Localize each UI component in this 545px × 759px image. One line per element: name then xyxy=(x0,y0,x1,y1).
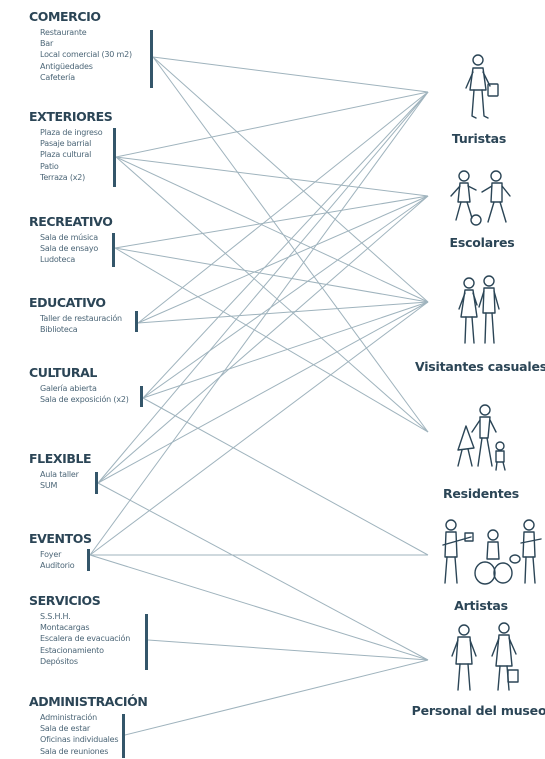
persona-label-artistas: Artistas xyxy=(454,598,508,613)
persona-label-residentes: Residentes xyxy=(442,486,520,501)
link-educativo-visitantes xyxy=(137,301,429,324)
link-eventos-turistas xyxy=(89,91,429,556)
group-title: CULTURAL xyxy=(29,365,97,380)
program-item: Sala de música xyxy=(40,233,98,242)
program-item: Estacionamiento xyxy=(40,645,104,655)
link-eventos-visitantes xyxy=(89,301,429,556)
group-cultural: CULTURAL Galería abierta Sala de exposic… xyxy=(29,366,129,405)
program-item: Foyer xyxy=(40,550,62,559)
program-item: Sala de estar xyxy=(40,724,91,734)
link-cultural-artistas xyxy=(142,397,429,556)
program-item: Aula taller xyxy=(40,470,79,479)
program-item: Taller de restauración xyxy=(40,314,122,323)
program-item: Terraza (x2) xyxy=(40,172,86,182)
persona-label-personal: Personal del museo xyxy=(411,703,545,718)
group-servicios: SERVICIOS S.S.H.H. Montacargas Escalera … xyxy=(29,594,130,667)
group-title: EDUCATIVO xyxy=(29,295,106,310)
program-item: Patio xyxy=(40,161,59,171)
program-item: Ludoteca xyxy=(40,255,76,265)
program-item: Auditorio xyxy=(40,561,75,571)
program-item: Sala de ensayo xyxy=(40,244,99,254)
program-item: Bar xyxy=(40,39,54,49)
persona-label-turistas: Turistas xyxy=(451,131,507,146)
link-exteriores-escolares xyxy=(115,156,429,197)
program-item: Plaza cultural xyxy=(40,150,92,160)
couple-walking-icon xyxy=(458,275,500,344)
program-item: S.S.H.H. xyxy=(40,612,71,621)
link-exteriores-residentes xyxy=(115,156,429,433)
group-educativo: EDUCATIVO Taller de restauración Bibliot… xyxy=(29,296,122,335)
persona-label-escolares: Escolares xyxy=(449,235,515,250)
museum-staff-icon xyxy=(451,622,519,691)
group-exteriores: EXTERIORES Plaza de ingreso Pasaje barri… xyxy=(29,109,113,183)
program-item: Plaza de ingreso xyxy=(40,128,103,137)
program-item: Depósitos xyxy=(40,656,78,666)
group-eventos: EVENTOS Foyer Auditorio xyxy=(29,532,92,571)
program-item: Galería abierta xyxy=(40,384,97,393)
group-bar-cultural xyxy=(140,386,143,407)
group-bar-servicios xyxy=(145,614,148,670)
group-title: RECREATIVO xyxy=(29,214,113,229)
program-item: Cafetería xyxy=(40,72,75,82)
link-exteriores-turistas xyxy=(115,91,429,158)
link-educativo-escolares xyxy=(137,195,429,324)
program-item: Sala de exposición (x2) xyxy=(40,395,129,405)
children-playing-icon xyxy=(450,170,511,226)
link-recreativo-visitantes xyxy=(114,247,429,303)
program-item: Montacargas xyxy=(40,623,90,633)
program-item: Administración xyxy=(40,713,98,722)
group-bar-comercio xyxy=(150,30,153,88)
group-flexible: FLEXIBLE Aula taller SUM xyxy=(29,451,92,491)
group-recreativo: RECREATIVO Sala de música Sala de ensayo… xyxy=(29,214,113,266)
link-educativo-turistas xyxy=(137,91,429,324)
link-recreativo-residentes xyxy=(114,247,429,433)
program-item: Restaurante xyxy=(40,28,87,37)
link-servicios-personal xyxy=(147,639,429,661)
group-title: COMERCIO xyxy=(29,9,101,24)
group-title: FLEXIBLE xyxy=(29,451,92,466)
program-item: Local comercial (30 m2) xyxy=(40,50,132,60)
link-cultural-escolares xyxy=(142,195,429,399)
group-title: EXTERIORES xyxy=(29,109,113,124)
program-item: Sala de reuniones xyxy=(40,746,109,756)
group-title: ADMINISTRACIÓN xyxy=(29,694,148,709)
group-bar-flexible xyxy=(95,472,98,494)
group-bar-recreativo xyxy=(112,233,115,267)
link-comercio-visitantes xyxy=(152,56,429,303)
link-flexible-turistas xyxy=(97,91,429,484)
group-title: EVENTOS xyxy=(29,531,92,546)
group-title: SERVICIOS xyxy=(29,593,101,608)
link-recreativo-escolares xyxy=(114,195,429,249)
group-bar-exteriores xyxy=(113,128,116,187)
persona-label-visitantes: Visitantes casuales xyxy=(414,359,545,374)
group-comercio: COMERCIO Restaurante Bar Local comercial… xyxy=(29,10,132,83)
link-administracion-personal xyxy=(124,659,429,736)
link-exteriores-visitantes xyxy=(115,156,429,303)
link-cultural-turistas xyxy=(142,91,429,399)
program-item: Antigüedades xyxy=(40,61,93,71)
band-musicians-icon xyxy=(442,519,542,585)
link-flexible-personal xyxy=(97,482,429,661)
link-comercio-turistas xyxy=(152,56,429,93)
program-item: Biblioteca xyxy=(40,325,78,335)
link-flexible-visitantes xyxy=(97,301,429,484)
link-comercio-residentes xyxy=(152,56,429,433)
program-item: Pasaje barrial xyxy=(40,139,92,149)
link-cultural-visitantes xyxy=(142,301,429,399)
program-item: Oficinas individuales xyxy=(40,735,119,745)
group-bar-educativo xyxy=(135,311,138,332)
program-item: SUM xyxy=(40,481,58,491)
group-bar-eventos xyxy=(87,549,90,571)
tourist-icon xyxy=(465,54,499,119)
link-flexible-escolares xyxy=(97,195,429,484)
group-administracion: ADMINISTRACIÓN Administración Sala de es… xyxy=(29,694,148,757)
link-eventos-personal xyxy=(89,554,429,661)
group-bar-administracion xyxy=(122,714,125,758)
family-icon xyxy=(457,404,506,471)
program-item: Escalera de evacuación xyxy=(40,634,131,644)
